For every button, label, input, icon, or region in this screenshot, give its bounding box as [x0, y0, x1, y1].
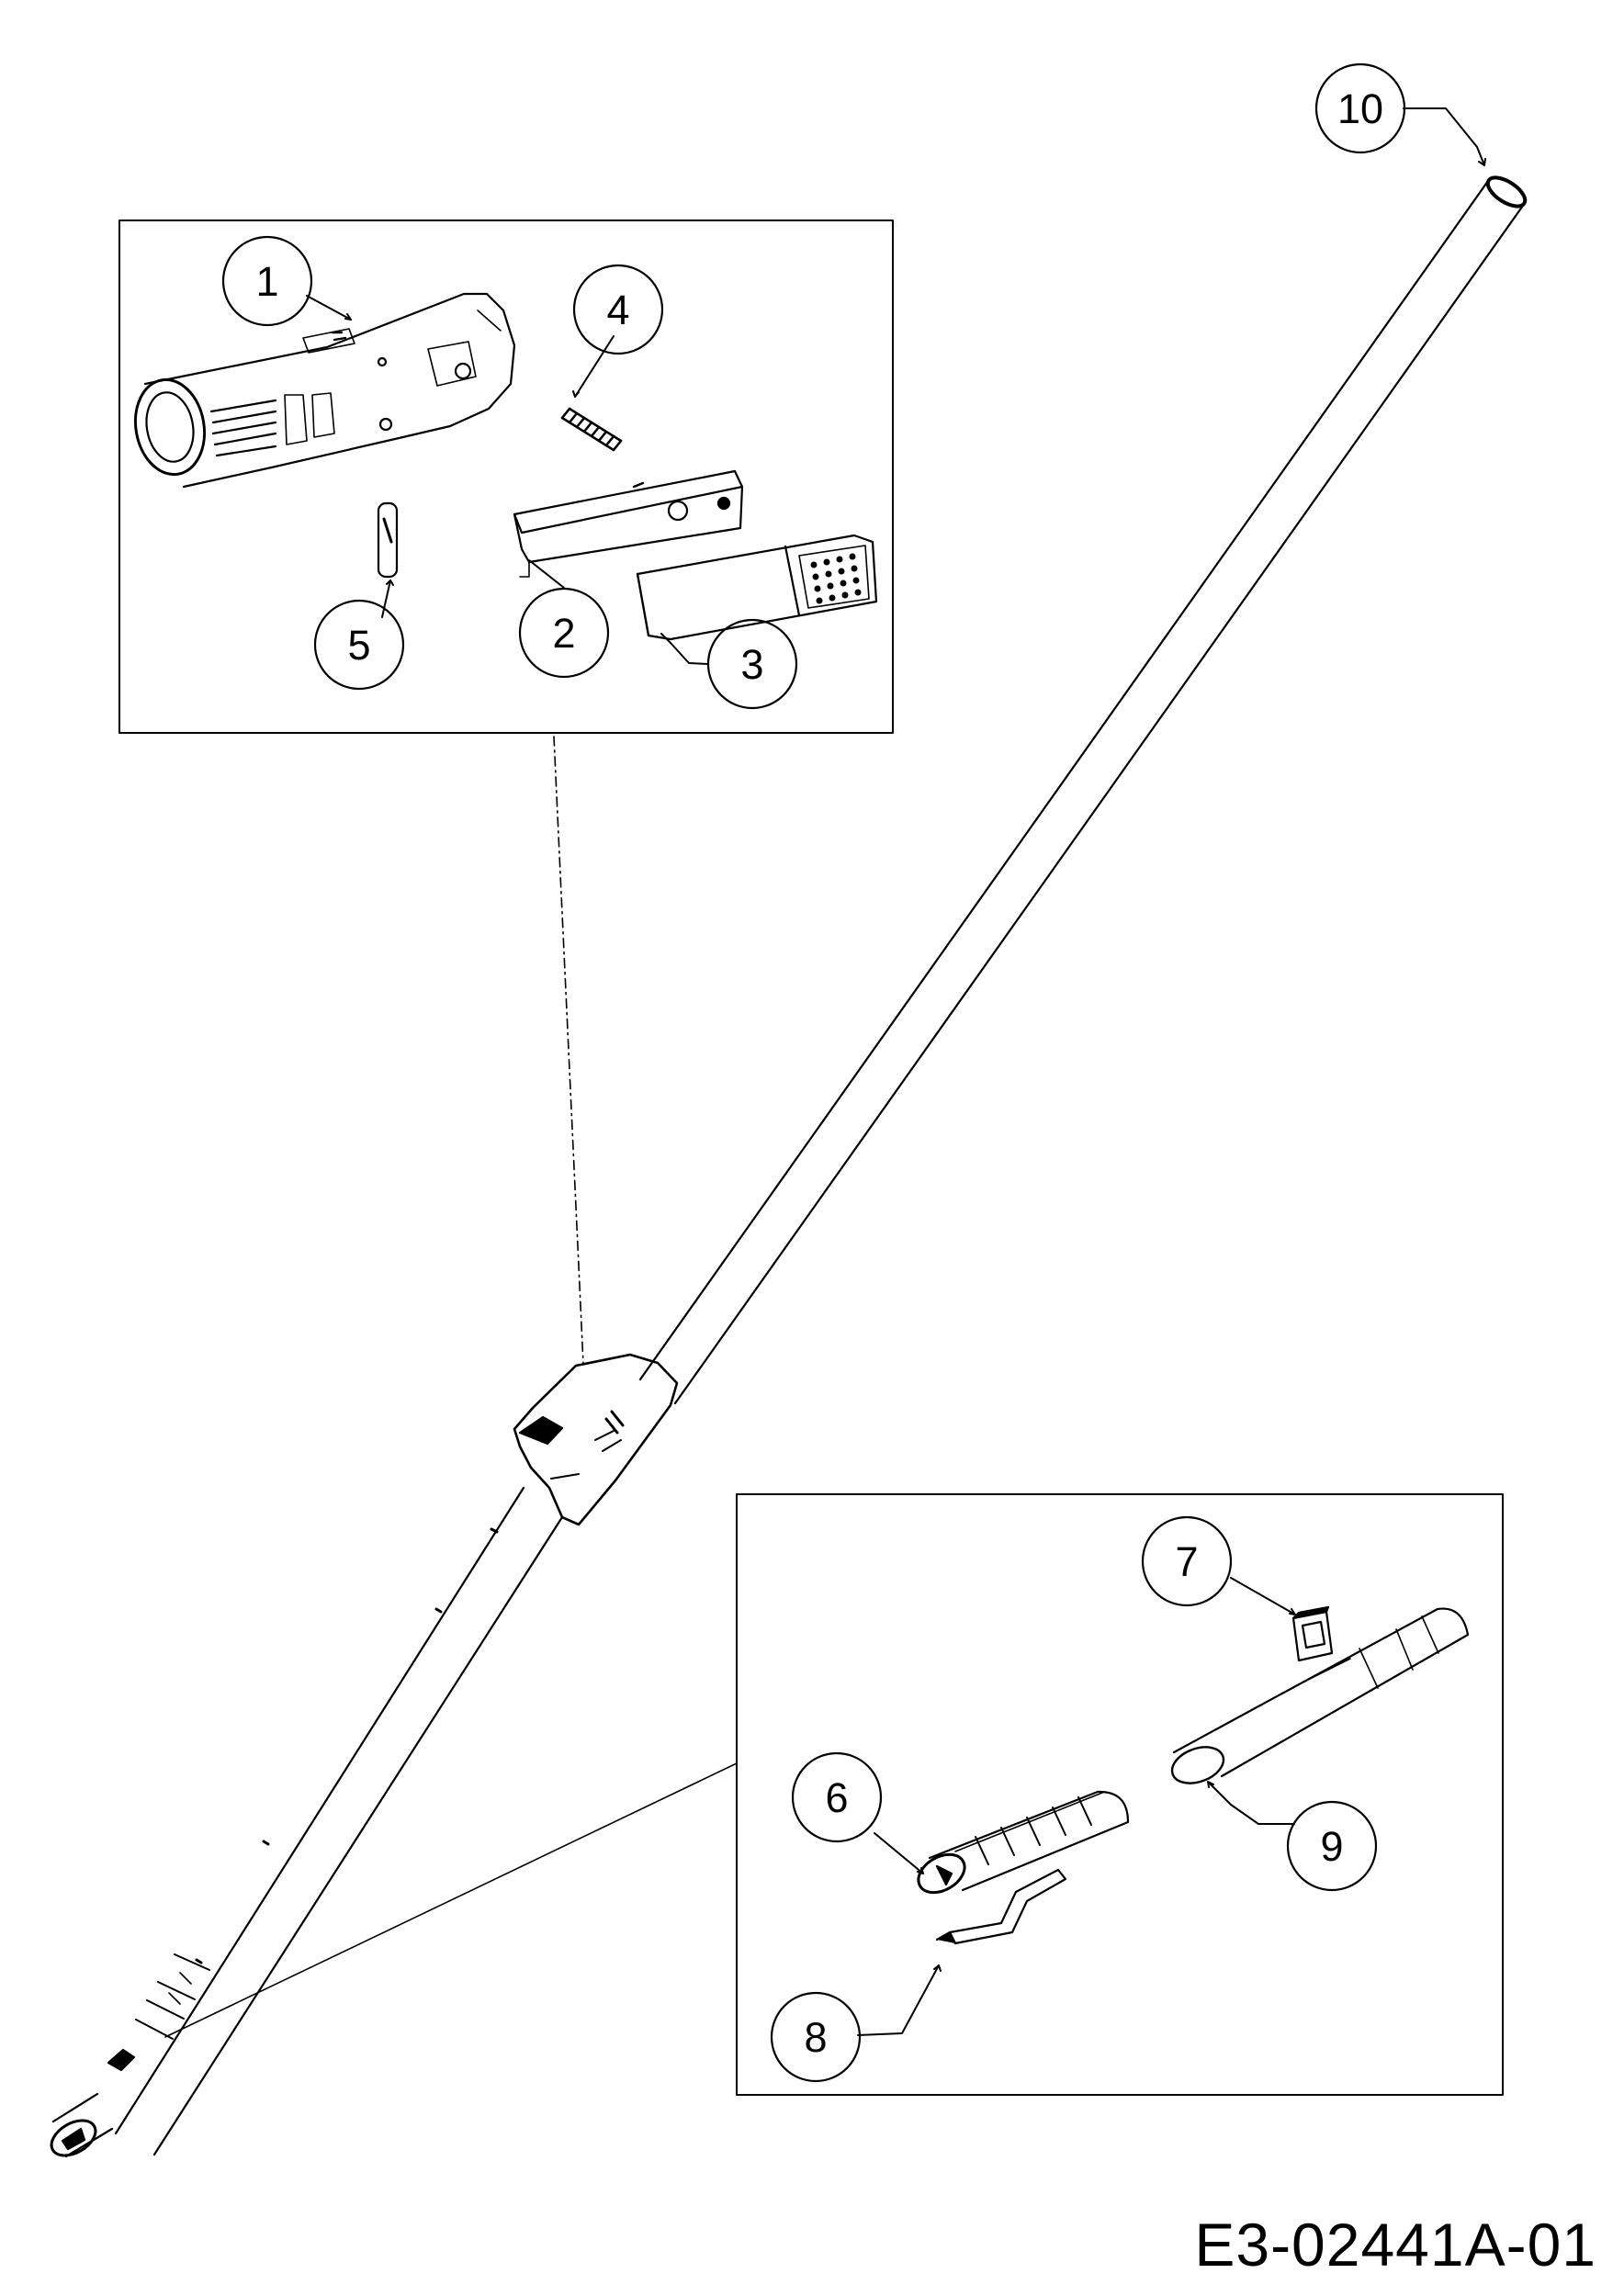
callout-1: 1: [221, 235, 313, 327]
callout-8: 8: [770, 1991, 862, 2083]
callout-4-label: 4: [606, 287, 629, 333]
callout-8-label: 8: [804, 2014, 827, 2061]
callout-5: 5: [313, 599, 405, 691]
callout-7: 7: [1141, 1515, 1233, 1607]
part-8-spring-clip: [935, 1868, 1067, 1945]
part-9-tube: [1170, 1607, 1470, 1784]
callout-5-label: 5: [347, 622, 370, 669]
detail-leader-lower: [164, 1762, 738, 2038]
detail-leader-upper: [553, 736, 584, 1365]
callout-4: 4: [572, 264, 664, 355]
part-4-spring: [560, 407, 623, 452]
callout-2-label: 2: [552, 610, 575, 657]
pole-assembly: [50, 175, 1528, 2158]
callout-6: 6: [791, 1751, 883, 1843]
callout-10: 10: [1314, 62, 1406, 154]
detail-box-lower: [736, 1493, 1504, 2096]
callout-9-label: 9: [1320, 1823, 1343, 1870]
callout-9: 9: [1286, 1800, 1378, 1892]
part-5-pin: [377, 501, 399, 579]
callout-3-label: 3: [740, 641, 763, 688]
callout-7-label: 7: [1175, 1538, 1198, 1585]
part-2-slider: [513, 469, 744, 578]
callout-3: 3: [706, 618, 798, 710]
callout-10-label: 10: [1337, 85, 1383, 132]
detail-box-upper: [118, 219, 894, 734]
part-1-housing: [133, 292, 516, 489]
callout-leaders: [306, 107, 1486, 2036]
part-3-button: [636, 534, 878, 641]
part-6-grip: [917, 1790, 1130, 1895]
callout-2: 2: [518, 587, 610, 679]
callout-1-label: 1: [255, 258, 278, 305]
part-7-clip: [1291, 1605, 1334, 1662]
drawing-number: E3-02441A-01: [1194, 2211, 1596, 2279]
callout-6-label: 6: [825, 1774, 848, 1821]
